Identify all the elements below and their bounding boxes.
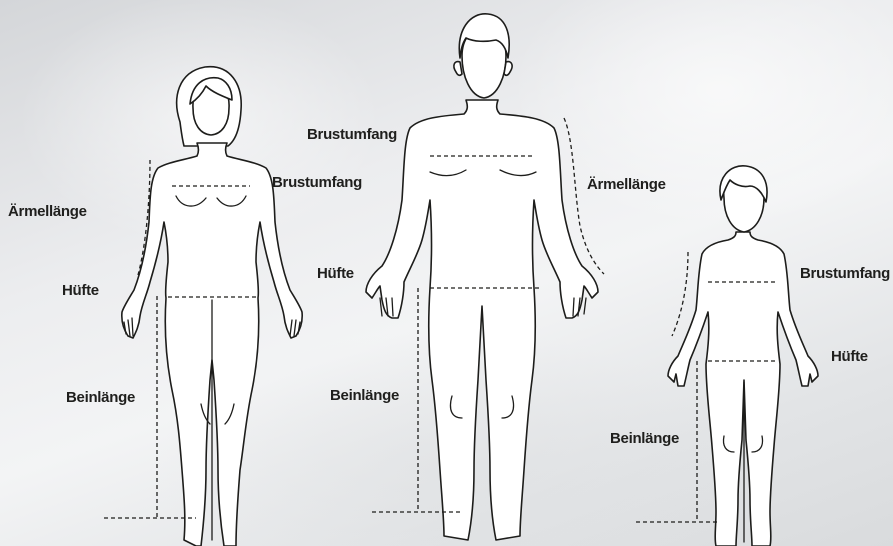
child-leg-label: Beinlänge <box>610 430 679 448</box>
woman-sleeve-label: Ärmellänge <box>8 203 87 221</box>
man-body-outline <box>366 100 598 540</box>
woman-figure <box>104 67 302 546</box>
woman-hip-label: Hüfte <box>62 282 99 300</box>
child-chest-label: Brustumfang <box>800 265 890 283</box>
woman-leg-label: Beinlänge <box>66 389 135 407</box>
man-hip-label: Hüfte <box>317 265 354 283</box>
child-hip-label: Hüfte <box>831 348 868 366</box>
man-leg-label: Beinlänge <box>330 387 399 405</box>
man-chest-label: Brustumfang <box>307 126 397 144</box>
man-figure <box>366 14 604 540</box>
child-sleeve-line <box>672 252 688 336</box>
child-body-outline <box>668 232 818 546</box>
child-figure <box>636 166 818 546</box>
man-sleeve-label: Ärmellänge <box>587 176 666 194</box>
woman-chest-label: Brustumfang <box>272 174 362 192</box>
